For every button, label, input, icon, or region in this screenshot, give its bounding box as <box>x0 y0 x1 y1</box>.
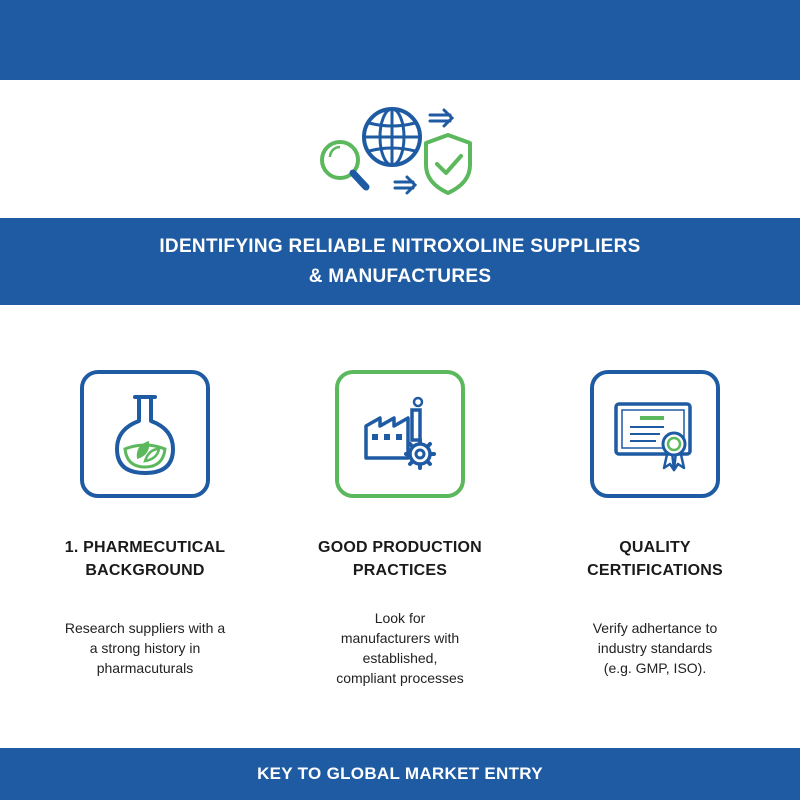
arrow-right-icon <box>393 108 455 195</box>
description-line: compliant processes <box>336 670 464 686</box>
icon-card <box>335 370 465 498</box>
feature-column-production: GOOD PRODUCTION PRACTICES Look for manuf… <box>285 370 515 688</box>
globe-icon <box>362 107 422 167</box>
icon-card <box>590 370 720 498</box>
feature-heading: QUALITY CERTIFICATIONS <box>587 536 723 582</box>
page-title-line-1: IDENTIFYING RELIABLE NITROXOLINE SUPPLIE… <box>159 235 641 257</box>
feature-description: Verify adhertance to industry standards … <box>593 618 718 678</box>
feature-column-certifications: QUALITY CERTIFICATIONS Verify adhertance… <box>540 370 770 678</box>
description-line: Verify adhertance to <box>592 620 718 636</box>
feature-heading: 1. PHARMECUTICAL BACKGROUND <box>65 536 226 582</box>
feature-description: Research suppliers with a a strong histo… <box>65 618 225 678</box>
title-banner: IDENTIFYING RELIABLE NITROXOLINE SUPPLIE… <box>0 218 800 305</box>
feature-description: Look for manufacturers with established,… <box>336 608 464 688</box>
heading-line: GOOD PRODUCTION <box>318 539 482 556</box>
description-line: pharmacuturals <box>96 660 194 676</box>
description-line: Research suppliers with a <box>64 620 226 636</box>
description-line: manufacturers with <box>340 630 460 646</box>
heading-line: PRACTICES <box>352 562 448 579</box>
magnifier-icon <box>320 140 370 191</box>
flask-leaf-icon <box>115 395 175 475</box>
top-banner <box>0 0 800 80</box>
feature-column-pharmaceutical: 1. PHARMECUTICAL BACKGROUND Research sup… <box>30 370 260 678</box>
heading-line: CERTIFICATIONS <box>587 562 723 579</box>
footer-banner: KEY TO GLOBAL MARKET ENTRY <box>0 748 800 800</box>
description-line: a strong history in <box>89 640 201 656</box>
description-line: Look for <box>374 610 426 626</box>
description-line: established, <box>362 650 438 666</box>
feature-heading: GOOD PRODUCTION PRACTICES <box>318 536 482 582</box>
page-title-line-2: & MANUFACTURES <box>308 265 492 287</box>
heading-line: 1. PHARMECUTICAL <box>64 539 226 556</box>
certificate-icon <box>614 402 692 472</box>
heading-line: QUALITY <box>619 539 691 556</box>
hero-icon-cluster <box>320 107 472 195</box>
heading-line: BACKGROUND <box>85 562 205 579</box>
icon-card <box>80 370 210 498</box>
factory-gear-icon <box>364 396 436 470</box>
description-line: industry standards <box>597 640 713 656</box>
description-line: (e.g. GMP, ISO). <box>603 660 707 676</box>
footer-text: KEY TO GLOBAL MARKET ENTRY <box>257 764 543 783</box>
shield-check-icon <box>424 133 472 195</box>
